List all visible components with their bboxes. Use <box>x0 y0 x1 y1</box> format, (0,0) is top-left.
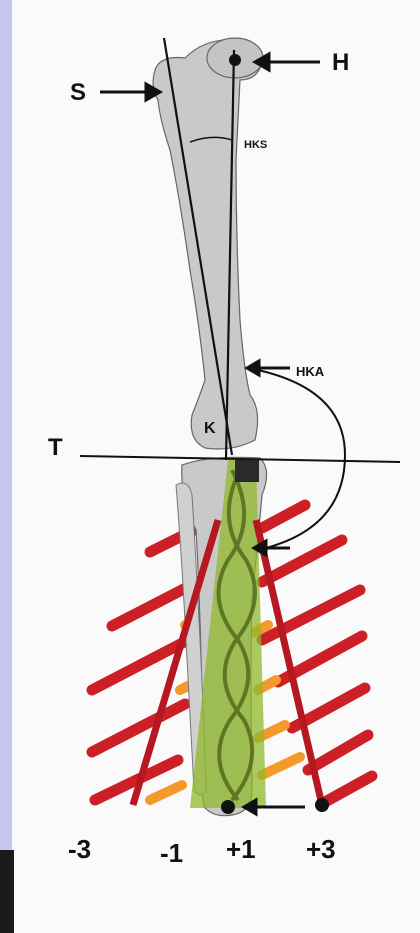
label-hks: HKS <box>244 139 267 151</box>
label-t: T <box>48 434 63 461</box>
scale-plus-1: +1 <box>226 834 256 864</box>
label-k: K <box>204 420 216 437</box>
label-hka: HKA <box>296 364 325 379</box>
hip-center-dot <box>229 54 241 66</box>
scale-plus-3: +3 <box>306 834 336 864</box>
femur <box>153 40 262 449</box>
label-s: S <box>70 79 86 106</box>
scale-minus-3: -3 <box>68 834 91 864</box>
red-zone-right <box>262 505 372 802</box>
ankle-lateral-dot <box>315 798 329 812</box>
scale-minus-1: -1 <box>160 838 183 868</box>
knee-center-marker <box>235 460 259 482</box>
label-h: H <box>332 49 349 76</box>
ankle-center-dot <box>221 800 235 814</box>
